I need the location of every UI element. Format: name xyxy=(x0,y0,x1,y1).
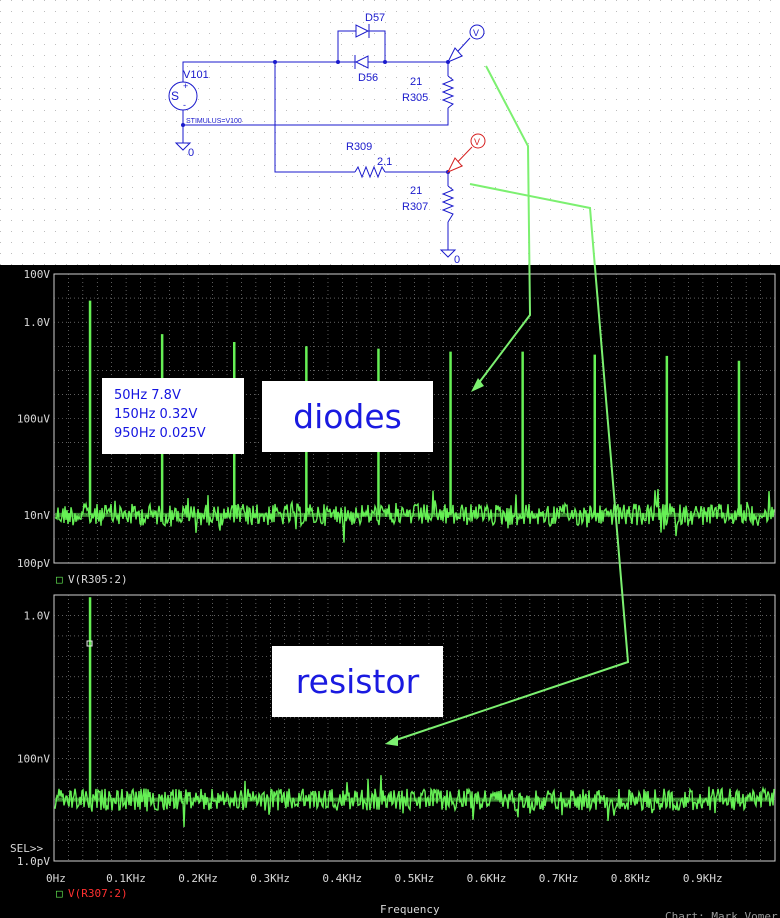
x-tick-label: 0.7KHz xyxy=(539,872,579,885)
svg-text:-: - xyxy=(183,100,186,110)
x-tick-label: 0.8KHz xyxy=(611,872,651,885)
x-axis-title: Frequency xyxy=(380,903,440,916)
diode-d57 xyxy=(355,24,370,38)
label-gnd-2: 0 xyxy=(454,254,460,265)
callout-arrowhead xyxy=(385,735,398,746)
label-r309-value: 2.1 xyxy=(377,156,392,168)
y-tick-label: 100nV xyxy=(17,753,50,766)
callout-arrowhead xyxy=(471,378,484,392)
measurement-line: 150Hz 0.32V xyxy=(114,407,198,422)
schematic-grid xyxy=(0,0,780,265)
junctions xyxy=(181,60,450,174)
trace-marker xyxy=(86,640,93,647)
label-r307: R307 xyxy=(402,201,428,213)
measurement-note: 50Hz 7.8V 150Hz 0.32V 950Hz 0.025V xyxy=(102,378,244,454)
resistor-label: resistor xyxy=(272,646,443,717)
schematic-canvas: S + - V V xyxy=(0,0,780,265)
voltage-probe-1[interactable]: V xyxy=(446,24,485,63)
x-tick-label: 0.3KHz xyxy=(250,872,290,885)
legend-marker-2: □ xyxy=(56,887,63,900)
svg-text:V: V xyxy=(473,28,479,38)
resistor-r305 xyxy=(441,75,455,109)
y-tick-label: 10nV xyxy=(24,509,51,522)
label-r309: R309 xyxy=(346,141,372,153)
legend-series-1[interactable]: V(R305:2) xyxy=(68,573,128,586)
y-tick-label: 100uV xyxy=(17,413,50,426)
label-stimulus: STIMULUS=V100 xyxy=(186,118,242,125)
svg-text:+: + xyxy=(183,81,188,91)
label-r307-value: 21 xyxy=(410,185,422,197)
x-tick-label: 0.1KHz xyxy=(106,872,146,885)
resistor-r309 xyxy=(354,165,386,179)
label-r305: R305 xyxy=(402,92,428,104)
svg-text:S: S xyxy=(171,89,179,103)
x-tick-label: 0.9KHz xyxy=(683,872,723,885)
label-d56: D56 xyxy=(358,72,378,84)
label-r305-value: 21 xyxy=(410,76,422,88)
y-tick-label: 1.0V xyxy=(24,609,51,622)
x-tick-label: 0.5KHz xyxy=(395,872,435,885)
x-tick-label: 0.2KHz xyxy=(178,872,218,885)
x-tick-label: 0.6KHz xyxy=(467,872,507,885)
diode-d56 xyxy=(354,55,369,69)
source-v101: S + - xyxy=(168,81,198,111)
x-tick-label: 0Hz xyxy=(46,872,66,885)
noise-trace xyxy=(54,775,775,828)
x-axis: 0Hz 0.1KHz 0.2KHz 0.3KHz 0.4KHz 0.5KHz 0.6KHz 0… xyxy=(46,872,723,885)
label-d57: D57 xyxy=(365,12,385,24)
y-tick-label: 100pV xyxy=(17,557,50,570)
label-v101: V101 xyxy=(183,69,209,81)
noise-trace xyxy=(54,489,775,543)
y-tick-label: 100V xyxy=(24,268,51,281)
sel-marker: SEL>> xyxy=(10,842,43,855)
x-tick-label: 0.4KHz xyxy=(322,872,362,885)
svg-text:V: V xyxy=(474,137,480,147)
diodes-label: diodes xyxy=(262,381,433,452)
plot-frame xyxy=(53,594,776,862)
label-gnd-1: 0 xyxy=(188,147,194,159)
footer-credit: Chart: Mark Vomer xyxy=(665,910,778,918)
ground-symbol-1 xyxy=(174,142,192,151)
legend-marker-1: □ xyxy=(56,573,63,586)
y-tick-label: 1.0pV xyxy=(17,855,50,868)
plot-bottom: 1.0V 100nV 1.0pV xyxy=(17,594,776,868)
legend-series-2[interactable]: V(R307:2) xyxy=(68,887,128,900)
measurement-line: 50Hz 7.8V xyxy=(114,388,181,403)
measurement-line: 950Hz 0.025V xyxy=(114,426,206,441)
y-tick-label: 1.0V xyxy=(24,316,51,329)
